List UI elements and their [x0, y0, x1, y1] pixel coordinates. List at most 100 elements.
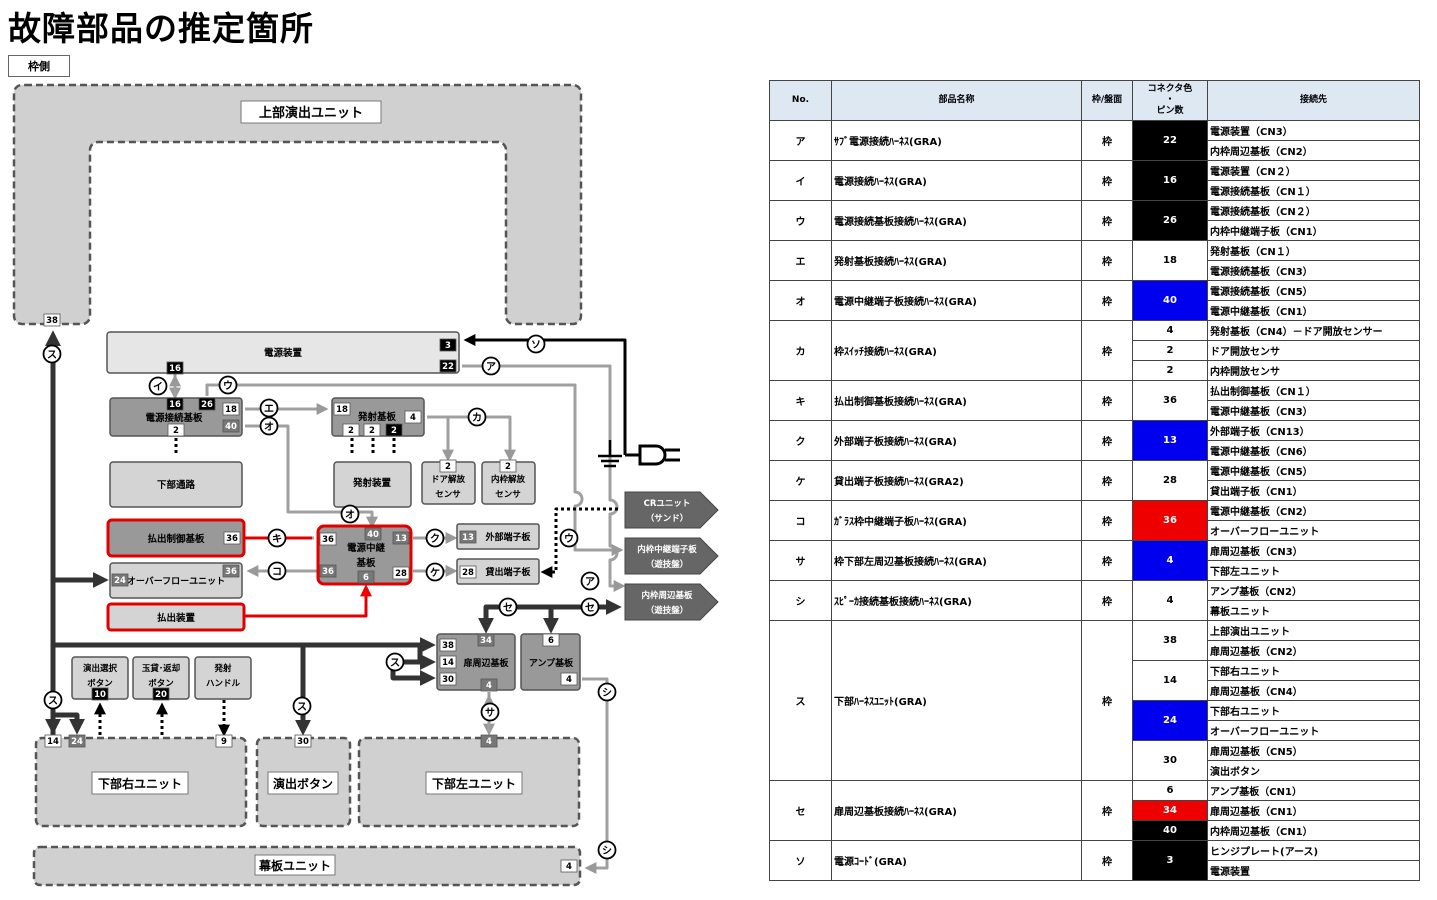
- harness-marker: [481, 356, 501, 376]
- pin-count: 18: [225, 405, 237, 415]
- pin-count: 26: [201, 400, 213, 410]
- row-destination: 内枠周辺基板（CN1）: [1207, 820, 1420, 841]
- harness-marker: [425, 562, 445, 582]
- row-connector-pins: 2: [1132, 340, 1208, 361]
- door-sensor-label-1: ドア解放: [431, 474, 466, 485]
- launch-device-box: [333, 461, 412, 508]
- inner-sensor-label-1: 内枠解放: [491, 474, 526, 485]
- harness-letter: シ: [602, 845, 612, 857]
- row-destination: 扉周辺基板（CN4）: [1207, 680, 1420, 701]
- row-destination: ドア開放センサ: [1207, 340, 1420, 361]
- handle-box: [194, 656, 252, 700]
- row-destination: オーバーフローユニット: [1207, 520, 1420, 541]
- payout-device-box: [106, 602, 246, 632]
- harness-letter: ア: [486, 361, 496, 373]
- pin-chip: [404, 410, 422, 424]
- row-side: 枠: [1081, 240, 1133, 281]
- col-dest: 接続先: [1207, 80, 1420, 121]
- power-relay-board: [316, 524, 413, 586]
- row-no: ケ: [769, 460, 832, 501]
- handle-label-2: ハンドル: [206, 679, 241, 689]
- pin-chip: [167, 423, 185, 437]
- harness-letter: ク: [430, 533, 440, 545]
- pin-chip: [222, 419, 240, 433]
- row-destination: 電源中継基板（CN3）: [1207, 400, 1420, 421]
- effect-button-label: 演出ボタン: [273, 776, 333, 791]
- row-no: イ: [769, 160, 832, 201]
- row-destination: 電源装置（CN２）: [1207, 160, 1420, 181]
- row-no: ス: [769, 620, 832, 781]
- row-destination: 内枠周辺基板（CN2）: [1207, 140, 1420, 161]
- pin-chip: [480, 678, 498, 692]
- row-side: 枠: [1081, 500, 1133, 541]
- harness-marker: [597, 682, 617, 702]
- row-part-name: 貸出端子板接続ﾊｰﾈｽ(GRA2): [831, 460, 1082, 501]
- row-no: カ: [769, 320, 832, 381]
- row-connector-pins: 16: [1132, 160, 1208, 201]
- lower-passage-box: [109, 461, 243, 508]
- pin-chip: [363, 423, 381, 437]
- harness-letter: ス: [47, 349, 57, 361]
- pin-count: 28: [395, 569, 407, 579]
- row-destination: 下部右ユニット: [1207, 660, 1420, 681]
- curtain-label: 幕板ユニット: [258, 858, 331, 873]
- pin-chip: [166, 397, 184, 411]
- row-destination: 電源接続基板（CN5）: [1207, 280, 1420, 301]
- row-connector-pins: 6: [1132, 780, 1208, 801]
- pin-chip: [166, 361, 184, 375]
- wiring-diagram: 上部演出ユニット 下部右ユニット 演出ボタン 下部左ユニット 幕板ユニット: [12, 83, 719, 887]
- pin-chip: [560, 672, 578, 686]
- row-side: 枠: [1081, 200, 1133, 241]
- pin-chip: [439, 359, 457, 373]
- row-destination: 電源中継基板（CN2）: [1207, 500, 1420, 521]
- lower-right-label: 下部右ユニット: [98, 776, 182, 791]
- relay-label-1: 電源中継: [347, 542, 386, 554]
- row-part-name: 扉周辺基板接続ﾊｰﾈｽ(GRA): [831, 780, 1082, 841]
- row-part-name: 電源中継端子板接続ﾊｰﾈｽ(GRA): [831, 280, 1082, 321]
- harness-marker: [526, 334, 546, 354]
- row-part-name: 電源接続基板接続ﾊｰﾈｽ(GRA): [831, 200, 1082, 241]
- row-side: 枠: [1081, 280, 1133, 321]
- row-connector-pins: 2: [1132, 360, 1208, 381]
- row-connector-pins: 4: [1132, 580, 1208, 621]
- pin-count: 14: [442, 658, 454, 668]
- harness-table: No. 部品名称 枠/盤面 コネクタ色・ピン数 接続先 アｻﾌﾞ電源接続ﾊｰﾈｽ…: [769, 80, 1420, 881]
- row-connector-pins: 36: [1132, 380, 1208, 421]
- pin-count: 30: [297, 737, 309, 747]
- row-part-name: 枠下部左周辺基板接続ﾊｰﾈｽ(GRA): [831, 540, 1082, 581]
- row-part-name: 払出制御基板接続ﾊｰﾈｽ(GRA): [831, 380, 1082, 421]
- row-destination: 下部左ユニット: [1207, 560, 1420, 581]
- row-destination: 払出制御基板（CN１）: [1207, 380, 1420, 401]
- pin-chip: [439, 655, 457, 669]
- pin-count: 2: [505, 462, 511, 472]
- row-connector-pins: 22: [1132, 120, 1208, 161]
- pin-count: 10: [94, 690, 106, 700]
- pin-count: 2: [348, 426, 354, 436]
- col-side: 枠/盤面: [1081, 80, 1133, 121]
- psu-conn-label: 電源接続基板: [145, 412, 203, 424]
- row-connector-pins: 4: [1132, 540, 1208, 581]
- row-destination: 内枠中継端子板（CN1）: [1207, 220, 1420, 241]
- row-side: 枠: [1081, 320, 1133, 381]
- row-part-name: ｶﾞﾗｽ枠中継端子板ﾊｰﾈｽ(GRA): [831, 500, 1082, 541]
- pin-count: 24: [71, 737, 83, 747]
- harness-marker: [148, 376, 168, 396]
- pin-count: 40: [367, 530, 379, 540]
- row-no: エ: [769, 240, 832, 281]
- btn-select-label-2: ボタン: [87, 678, 113, 689]
- pin-count: 16: [169, 364, 181, 374]
- pin-count: 13: [462, 533, 474, 543]
- row-connector-pins: 40: [1132, 280, 1208, 321]
- pin-count: 9: [221, 737, 227, 747]
- harness-letter: ア: [585, 576, 595, 588]
- row-destination: 電源中継基板（CN6）: [1207, 440, 1420, 461]
- row-side: 枠: [1081, 620, 1133, 781]
- door-periph-board: [436, 633, 516, 691]
